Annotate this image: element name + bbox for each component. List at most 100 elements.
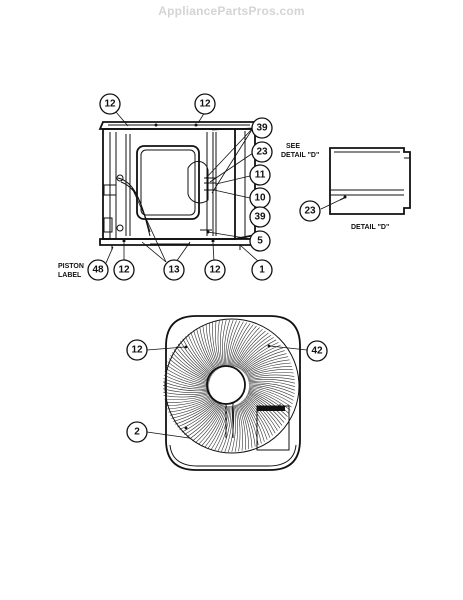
callout-23-label: 23 xyxy=(256,147,268,158)
grille-wire xyxy=(248,384,295,398)
grille-wire xyxy=(187,334,214,374)
grille-wire xyxy=(210,405,229,450)
grille-wire xyxy=(202,325,218,370)
grille-wire xyxy=(242,399,265,442)
grille-wire xyxy=(248,382,296,391)
piston-label-line1: PISTON xyxy=(58,263,84,270)
grille-wire xyxy=(236,404,243,451)
callout-12-bottom-right: 12 xyxy=(204,259,226,281)
grille-wire xyxy=(233,327,260,367)
grille-wire xyxy=(215,321,222,368)
grille-wire xyxy=(199,326,217,371)
cabinet-view xyxy=(98,121,259,250)
grille-wire xyxy=(209,322,220,369)
grille-wire xyxy=(166,364,210,385)
grille-wire xyxy=(162,381,210,390)
grille-wire xyxy=(163,391,211,395)
callout-10-label: 10 xyxy=(254,193,266,204)
grille-wire xyxy=(164,371,210,387)
grille-wire xyxy=(169,398,214,416)
grille-wire xyxy=(190,332,215,373)
grille-wire xyxy=(248,386,293,405)
grille-wire xyxy=(184,403,220,435)
grille-wire xyxy=(238,337,274,369)
grille-wire xyxy=(225,319,234,367)
callout-39-bottom-label: 39 xyxy=(254,212,266,223)
grille-wire xyxy=(175,346,211,379)
callout-10: 10 xyxy=(249,187,271,209)
grille-wire xyxy=(235,330,266,368)
grille-wire xyxy=(237,334,272,369)
grille-wire xyxy=(242,400,262,444)
grille-wire xyxy=(167,396,213,410)
callout-11-label: 11 xyxy=(255,170,266,181)
grille-wire xyxy=(171,352,211,381)
grille-wire xyxy=(167,361,210,384)
grille-wire xyxy=(244,398,271,438)
grille-wire xyxy=(168,397,213,413)
grille-wire xyxy=(246,395,278,431)
grille-wire xyxy=(244,356,289,374)
grille-wire xyxy=(247,391,287,420)
fan-grille xyxy=(162,319,296,453)
grille-wire xyxy=(192,404,223,442)
grille-wire xyxy=(247,377,295,381)
grille-wire xyxy=(242,347,283,372)
grille-wire xyxy=(204,405,227,448)
grille-wire xyxy=(248,387,292,408)
grille-wire xyxy=(231,405,236,452)
grille-wire xyxy=(182,338,213,376)
grille-wire xyxy=(239,402,253,448)
callout-12-top-right: 12 xyxy=(194,93,216,115)
grille-wire xyxy=(168,358,210,383)
grille-wire xyxy=(246,366,293,377)
grille-wire xyxy=(240,402,256,447)
detail-d-panel xyxy=(329,147,411,215)
grille-wire xyxy=(175,400,216,425)
callout-12-bottom-right-label: 12 xyxy=(209,265,221,276)
grille-wire xyxy=(185,336,213,375)
grille-wire xyxy=(163,378,210,389)
callout-fan-42: 42 xyxy=(306,340,328,362)
callout-11: 11 xyxy=(249,164,271,186)
callout-fan-2: 2 xyxy=(126,421,148,443)
grille-wire xyxy=(245,396,276,434)
grille-wire xyxy=(205,324,219,370)
see-detail-line2: DETAIL "D" xyxy=(281,152,319,159)
grille-wire xyxy=(173,399,216,422)
watermark: AppliancePartsPros.com xyxy=(158,4,305,18)
grille-wire xyxy=(248,388,291,411)
callout-12-top-left: 12 xyxy=(99,93,121,115)
piston-label-line2: LABEL xyxy=(58,272,82,279)
see-detail-line1: SEE xyxy=(286,143,300,150)
callout-39-top-label: 39 xyxy=(256,123,268,134)
grille-wire xyxy=(246,369,293,378)
grille-wire xyxy=(243,353,287,373)
grille-wire xyxy=(245,397,273,436)
callout-39-top: 39 xyxy=(251,117,273,139)
grille-wire xyxy=(165,395,212,406)
cabinet-leaders xyxy=(105,111,260,264)
fan-guard-view xyxy=(146,315,308,471)
callout-detail-23: 23 xyxy=(299,200,321,222)
grille-wire xyxy=(236,332,269,368)
callout-1-label: 1 xyxy=(259,265,265,276)
grille-wire xyxy=(171,399,215,419)
grille-wire xyxy=(248,385,294,401)
grille-wire xyxy=(248,390,288,417)
callout-23: 23 xyxy=(251,141,273,163)
grille-wire xyxy=(170,355,210,382)
grille-wire xyxy=(248,379,295,384)
callout-1: 1 xyxy=(251,259,273,281)
grille-wire xyxy=(217,320,223,368)
grille-wire xyxy=(163,388,210,393)
grille-wire xyxy=(162,385,210,392)
grille-wire xyxy=(235,404,241,452)
grille-wire xyxy=(223,319,230,367)
callout-5-label: 5 xyxy=(257,236,263,247)
grille-wire xyxy=(196,328,216,372)
grille-wire xyxy=(221,405,232,452)
callout-fan-42-label: 42 xyxy=(311,346,323,357)
grille-wire xyxy=(226,320,237,367)
grille-wire xyxy=(245,362,291,376)
